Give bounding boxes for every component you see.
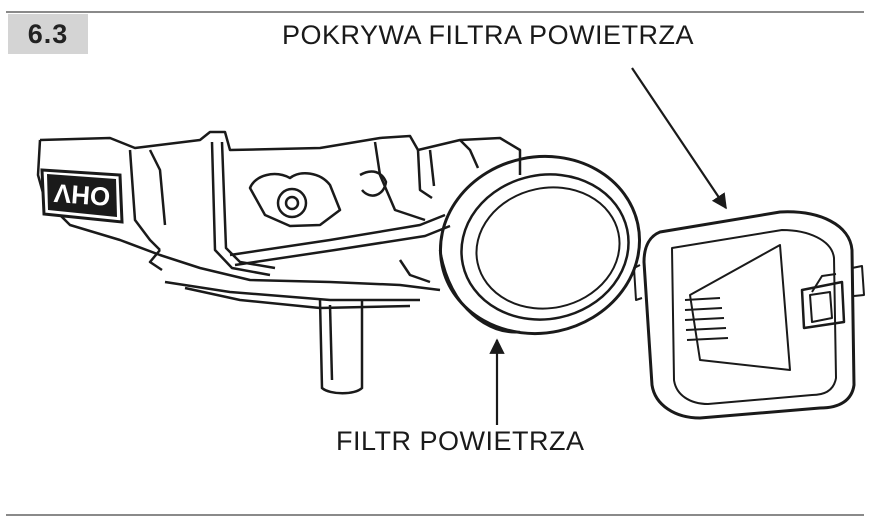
arrow-to-cover [631, 67, 727, 210]
pointer-arrows [489, 67, 727, 425]
top-rule [6, 11, 864, 13]
crankshaft [318, 299, 364, 395]
bottom-rule [6, 514, 864, 516]
ohv-badge-text: OHV [52, 178, 111, 212]
label-air-filter-cover: POKRYWA FILTRA POWIETRZA [282, 20, 695, 50]
figure-number: 6.3 [8, 14, 88, 54]
label-air-filter: FILTR POWIETRZA [336, 426, 585, 456]
air-filter-element [438, 154, 642, 336]
air-filter-cover [633, 210, 865, 420]
ohv-badge: OHV [40, 168, 124, 224]
